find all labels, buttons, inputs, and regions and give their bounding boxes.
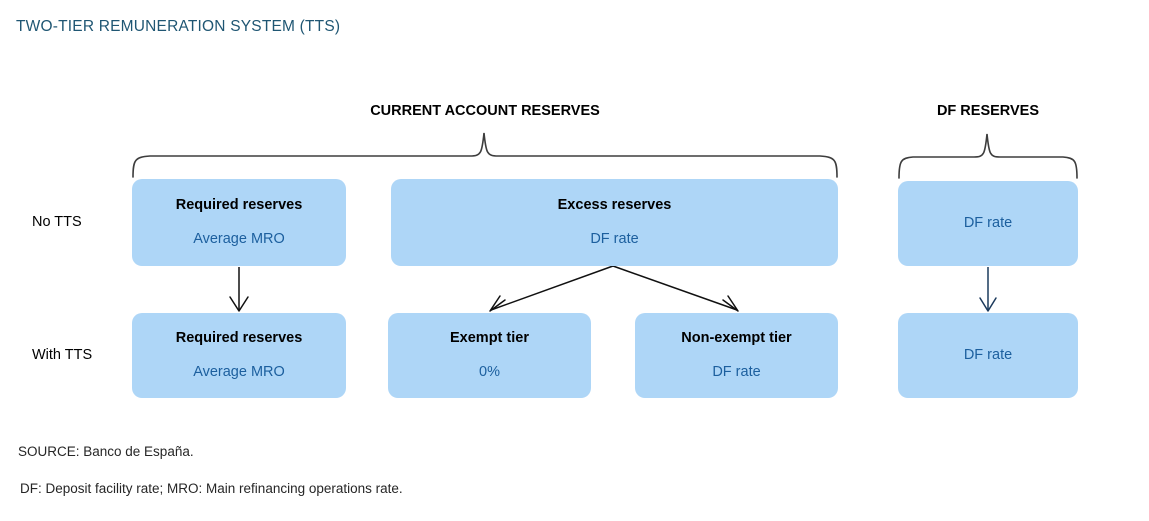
brace-current-account-reserves [132,132,838,178]
box-non-exempt-tier-with-tts: Non-exempt tier DF rate [635,313,838,398]
group-header-current-account-reserves: CURRENT ACCOUNT RESERVES [370,103,600,119]
row-label-with-tts: With TTS [32,347,93,363]
box-value: DF rate [963,214,1013,231]
abbreviations-note: DF: Deposit facility rate; MRO: Main ref… [20,481,403,496]
brace-df-reserves [898,133,1078,179]
box-title: Required reserves [175,330,303,347]
arrow-excess-to-non-exempt-tier [612,265,739,312]
box-title: Exempt tier [450,330,529,347]
arrow-df-rate-down [979,267,997,312]
box-value: DF rate [590,230,639,247]
group-header-df-reserves: DF RESERVES [936,103,1040,119]
box-df-rate-with-tts: DF rate [898,313,1078,398]
box-value: Average MRO [193,363,285,380]
box-df-rate-no-tts: DF rate [898,181,1078,266]
box-value: Average MRO [193,230,285,247]
box-value: DF rate [963,346,1013,363]
box-title: Non-exempt tier [681,330,792,347]
box-required-reserves-with-tts: Required reserves Average MRO [132,313,346,398]
arrow-required-reserves-down [229,267,249,312]
arrow-excess-to-exempt-tier [489,265,614,312]
row-label-no-tts: No TTS [32,214,82,230]
box-value: 0% [479,363,500,380]
box-title: Required reserves [175,197,303,214]
box-value: DF rate [712,363,761,380]
box-title: Excess reserves [557,197,672,214]
box-required-reserves-no-tts: Required reserves Average MRO [132,179,346,266]
box-excess-reserves-no-tts: Excess reserves DF rate [391,179,838,266]
box-exempt-tier-with-tts: Exempt tier 0% [388,313,591,398]
page-title: TWO-TIER REMUNERATION SYSTEM (TTS) [16,18,341,35]
source-note: SOURCE: Banco de España. [18,444,194,459]
